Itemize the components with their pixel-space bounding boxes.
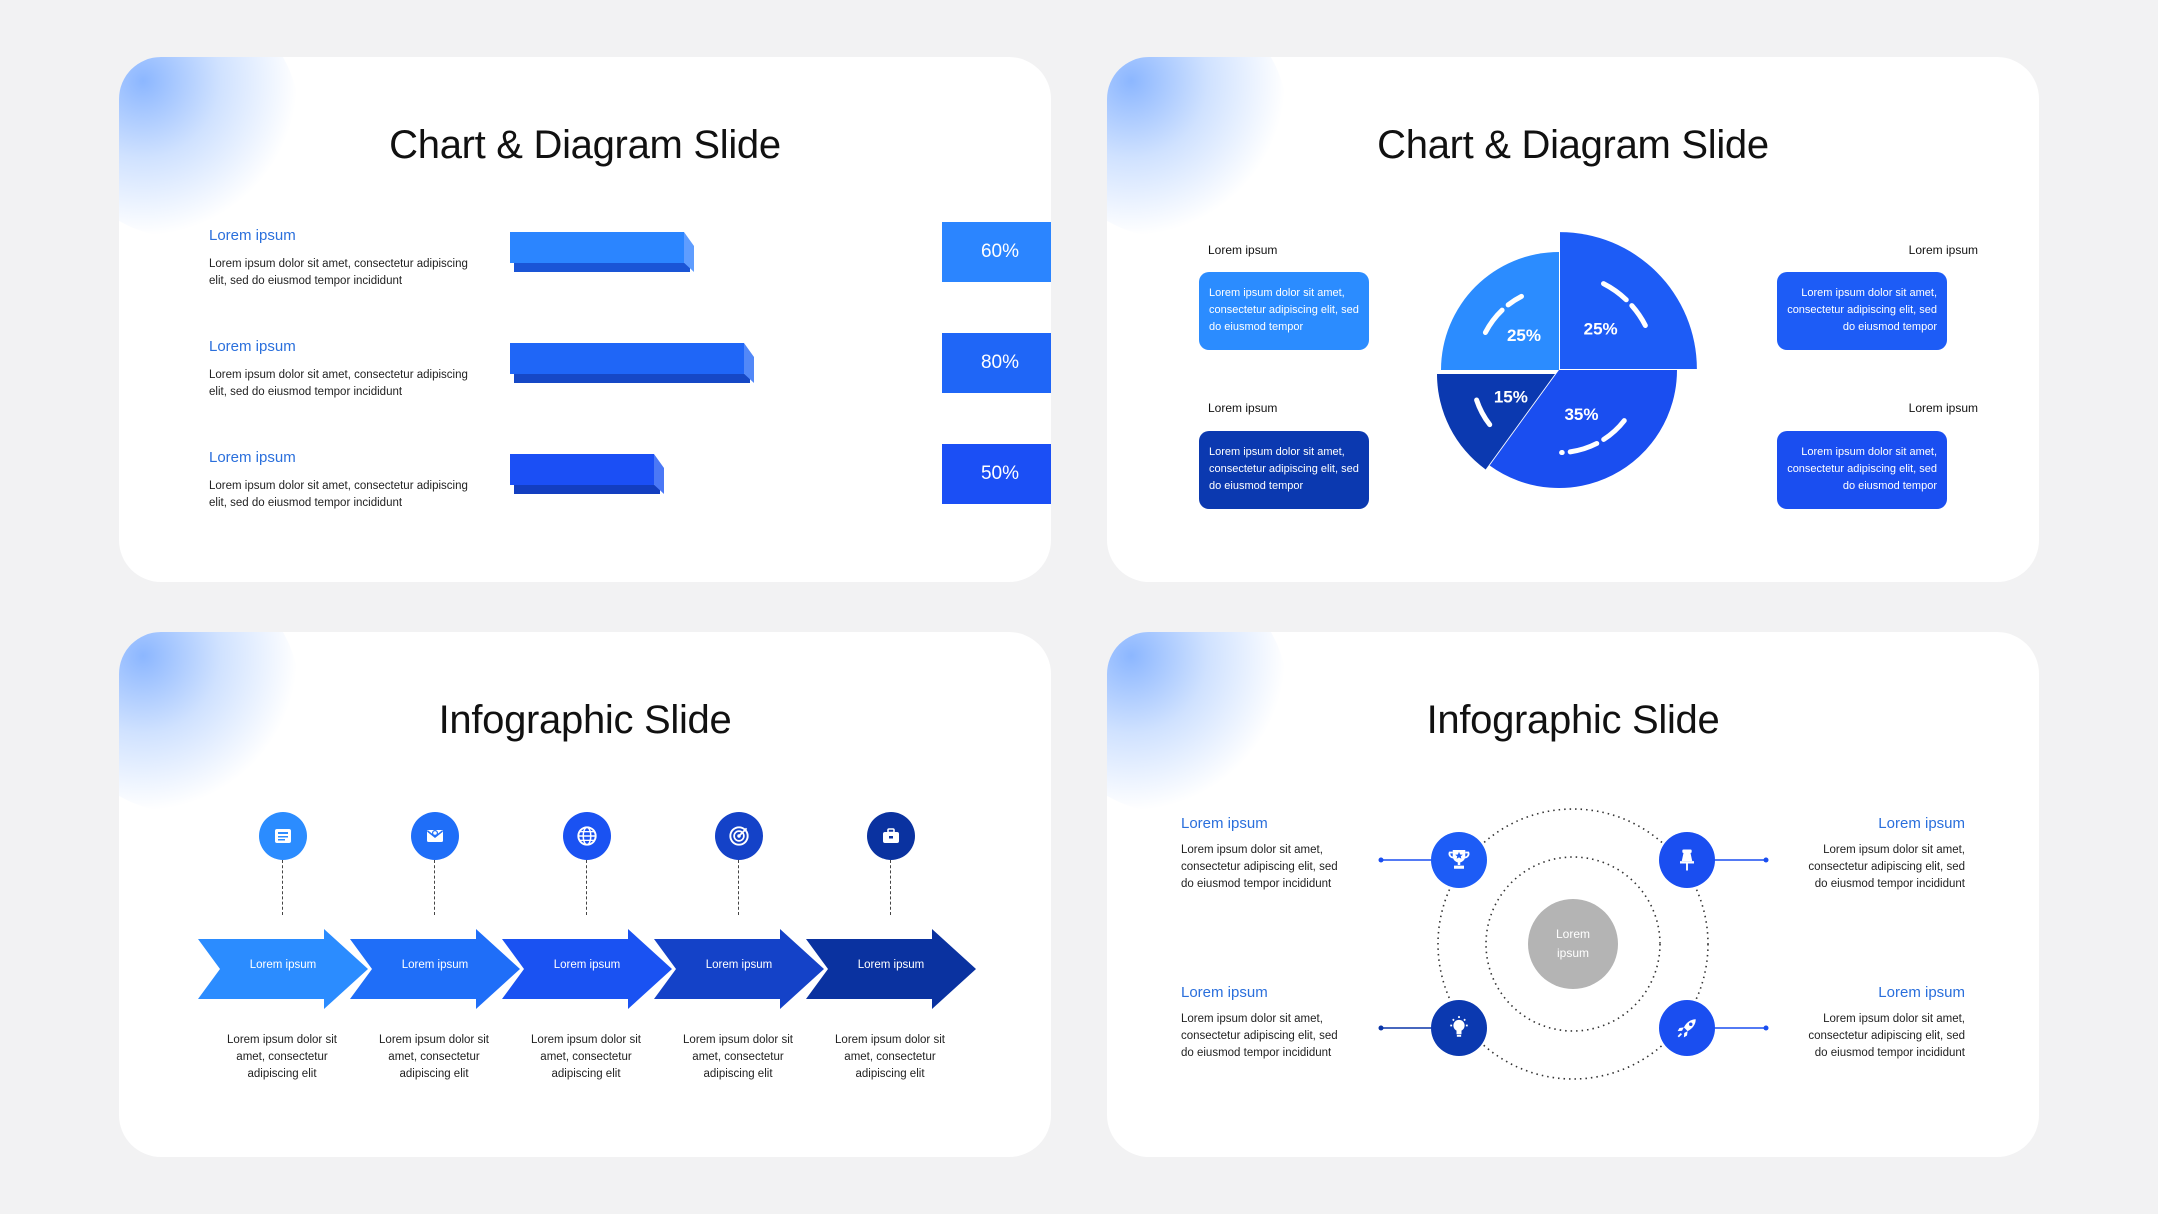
step-description: Lorem ipsum dolor sit amet, consectetur … [227, 1034, 337, 1080]
step-chevron [198, 929, 368, 1009]
pie-decor-arc [1559, 418, 1627, 456]
center-line1: Lorem [1555, 927, 1590, 941]
slide-card-process[interactable]: Infographic Slide Lorem ipsum Lorem ipsu… [119, 632, 1051, 1157]
percent-label-box: 50% [942, 444, 1051, 504]
slide-title: Infographic Slide [1426, 698, 1720, 742]
step-description: Lorem ipsum dolor sit amet, consectetur … [531, 1034, 641, 1080]
bar-row: Lorem ipsum Lorem ipsum dolor sit amet, … [209, 333, 1051, 438]
step-chevron [350, 929, 520, 1009]
item-description: Lorem ipsum dolor sit amet, consectetur … [1181, 1013, 1338, 1059]
text-box: Lorem ipsum dolor sit amet, consectetur … [1199, 431, 1369, 509]
box-label: Lorem ipsum [1208, 243, 1278, 257]
lightbulb-icon [1431, 1000, 1487, 1056]
bar-row: Lorem ipsum Lorem ipsum dolor sit amet, … [209, 444, 1051, 549]
pie-slice-label: 15% [1494, 387, 1528, 406]
globe-icon [563, 812, 611, 860]
text-box: Lorem ipsum dolor sit amet, consectetur … [1777, 431, 1947, 509]
item-heading: Lorem ipsum [1181, 984, 1268, 1001]
item-description: Lorem ipsum dolor sit amet, consectetur … [1181, 844, 1338, 890]
slide-card-pie-chart[interactable]: Chart & Diagram Slide Lorem ipsum Lorem … [1107, 57, 2039, 582]
step-description: Lorem ipsum dolor sit amet, consectetur … [379, 1034, 489, 1080]
pie-slice [1489, 370, 1677, 488]
row-description: Lorem ipsum dolor sit amet, consectetur … [209, 258, 468, 287]
process-step: Lorem ipsum Lorem ipsum dolor sit amet, … [654, 632, 824, 1080]
rocket-icon [1659, 1000, 1715, 1056]
process-step: Lorem ipsum Lorem ipsum dolor sit amet, … [502, 632, 672, 1080]
step-description: Lorem ipsum dolor sit amet, consectetur … [835, 1034, 945, 1080]
pie-decor-arc [1601, 281, 1648, 329]
pie-chart: 25% 35% 15% 25% [1437, 232, 1697, 488]
email-icon [411, 812, 459, 860]
center-line2: ipsum [1556, 946, 1589, 960]
row-heading: Lorem ipsum [209, 227, 296, 244]
box-label: Lorem ipsum [1908, 401, 1978, 415]
center-circle: Lorem ipsum [1528, 899, 1618, 989]
item-heading: Lorem ipsum [1878, 984, 1965, 1001]
pie-slice-label: 25% [1507, 326, 1541, 345]
slide-card-bar-chart[interactable]: Chart & Diagram Slide Lorem ipsum Lorem … [119, 57, 1051, 582]
step-description: Lorem ipsum dolor sit amet, consectetur … [683, 1034, 793, 1080]
box-label: Lorem ipsum [1208, 401, 1278, 415]
slide-card-orbit[interactable]: Infographic Slide Lorem ipsum Lorem ipsu… [1107, 632, 2039, 1157]
pie-slice [1437, 374, 1555, 470]
step-label: Lorem ipsum [705, 959, 773, 971]
row-description: Lorem ipsum dolor sit amet, consectetur … [209, 480, 468, 509]
row-heading: Lorem ipsum [209, 338, 296, 355]
process-step: Lorem ipsum Lorem ipsum dolor sit amet, … [806, 632, 976, 1080]
item-heading: Lorem ipsum [1181, 815, 1268, 832]
bar-3d [510, 343, 754, 383]
pie-decor-arc [1482, 293, 1524, 335]
row-description: Lorem ipsum dolor sit amet, consectetur … [209, 369, 468, 398]
slide-title: Infographic Slide [438, 698, 732, 742]
step-chevron [654, 929, 824, 1009]
target-icon [715, 812, 763, 860]
newspaper-icon [259, 812, 307, 860]
item-heading: Lorem ipsum [1878, 815, 1965, 832]
step-label: Lorem ipsum [857, 959, 925, 971]
bar-3d [510, 232, 694, 272]
step-label: Lorem ipsum [249, 959, 317, 971]
percent-label-box: 60% [942, 222, 1051, 282]
bar-row: Lorem ipsum Lorem ipsum dolor sit amet, … [209, 222, 1051, 327]
row-heading: Lorem ipsum [209, 449, 296, 466]
step-label: Lorem ipsum [401, 959, 469, 971]
pie-decor-arc [1473, 394, 1493, 428]
item-description: Lorem ipsum dolor sit amet, consectetur … [1808, 844, 1965, 890]
box-label: Lorem ipsum [1908, 243, 1978, 257]
trophy-icon [1431, 832, 1487, 888]
item-description: Lorem ipsum dolor sit amet, consectetur … [1808, 1013, 1965, 1059]
step-chevron [502, 929, 672, 1009]
slide-title: Chart & Diagram Slide [1377, 123, 1769, 167]
process-step: Lorem ipsum Lorem ipsum dolor sit amet, … [350, 632, 520, 1080]
pie-slice-label: 25% [1584, 319, 1618, 338]
text-box: Lorem ipsum dolor sit amet, consectetur … [1199, 272, 1369, 350]
step-label: Lorem ipsum [553, 959, 621, 971]
bar-3d [510, 454, 664, 494]
pushpin-icon [1659, 832, 1715, 888]
orbit-lines [1378, 808, 1769, 1080]
process-step: Lorem ipsum Lorem ipsum dolor sit amet, … [198, 632, 368, 1080]
percent-label-box: 80% [942, 333, 1051, 393]
text-box: Lorem ipsum dolor sit amet, consectetur … [1777, 272, 1947, 350]
step-chevron [806, 929, 976, 1009]
slide-title: Chart & Diagram Slide [389, 123, 781, 167]
pie-slice-label: 35% [1564, 405, 1598, 424]
briefcase-icon [867, 812, 915, 860]
